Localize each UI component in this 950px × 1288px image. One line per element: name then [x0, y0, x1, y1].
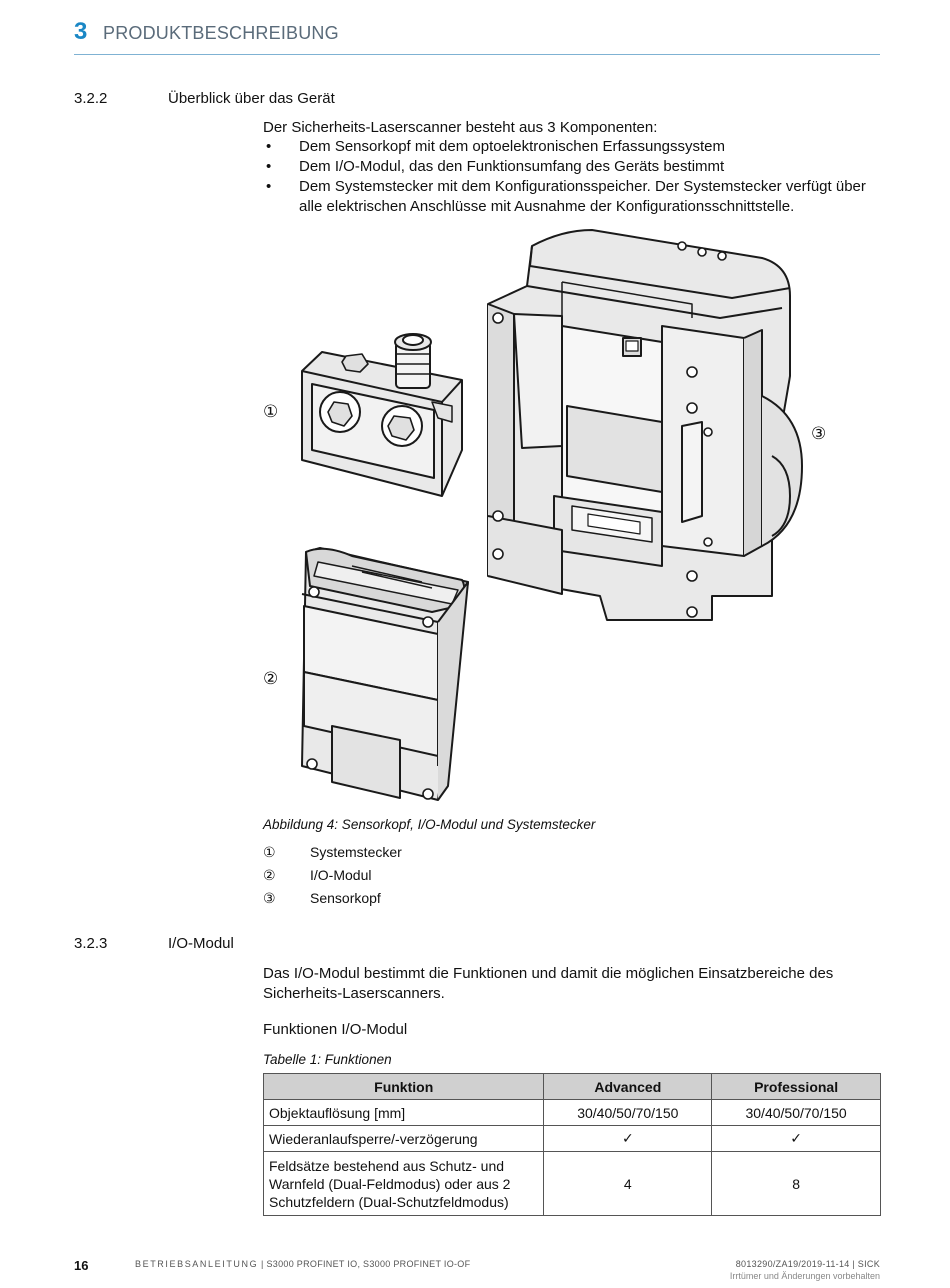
system-plug-drawing: [301, 333, 463, 497]
header-professional: Professional: [711, 1073, 881, 1100]
callout-2: ②: [263, 669, 279, 688]
list-item: Dem Systemstecker mit dem Konfigurations…: [263, 177, 883, 217]
section-title-322: Überblick über das Gerät: [168, 90, 335, 107]
table-cell: Objektauflösung [mm]: [262, 1099, 545, 1126]
table-row: Wiederanlaufsperre/-verzögerung ✓ ✓: [262, 1125, 881, 1152]
footer-document-title: BETRIEBSANLEITUNG | S3000 PROFINET IO, S…: [135, 1259, 470, 1269]
table-row: Objektauflösung [mm] 30/40/50/70/150 30/…: [262, 1099, 881, 1126]
footer-reference: 8013290/ZA19/2019-11-14 | SICK: [735, 1259, 880, 1269]
callout-3: ③: [811, 424, 827, 443]
legend-label: I/O-Modul: [310, 867, 372, 883]
section-number-322: 3.2.2: [74, 90, 108, 107]
header-funktion: Funktion: [262, 1073, 545, 1100]
section-number-323: 3.2.3: [74, 935, 108, 952]
list-item: Dem I/O-Modul, das den Funktionsumfang d…: [263, 157, 883, 177]
table-header-row: Funktion Advanced Professional: [262, 1073, 881, 1100]
chapter-title: PRODUKTBESCHREIBUNG: [103, 23, 339, 43]
table-cell: Feldsätze bestehend aus Schutz- und Warn…: [262, 1151, 545, 1216]
legend-label: Systemstecker: [310, 844, 402, 860]
checkmark-icon: ✓: [543, 1125, 713, 1152]
checkmark-icon: ✓: [711, 1125, 881, 1152]
footer-doc-label: BETRIEBSANLEITUNG: [135, 1259, 259, 1269]
device-figure: [262, 226, 862, 816]
sensor-head-drawing: [487, 229, 803, 621]
list-item: Dem Sensorkopf mit dem optoelektronische…: [263, 137, 883, 157]
page-number: 16: [74, 1258, 89, 1273]
legend-symbol: ③: [263, 890, 276, 906]
device-illustration: [301, 229, 803, 801]
figure-caption: Abbildung 4: Sensorkopf, I/O-Modul und S…: [263, 817, 596, 832]
legend-item-3: ③ Sensorkopf: [263, 890, 381, 907]
io-module-drawing: [301, 547, 469, 801]
component-list: Dem Sensorkopf mit dem optoelektronische…: [263, 137, 883, 217]
footer-doc-product: | S3000 PROFINET IO, S3000 PROFINET IO-O…: [258, 1259, 471, 1269]
functions-table: Funktion Advanced Professional Objektauf…: [262, 1073, 881, 1216]
footer-note: Irrtümer und Änderungen vorbehalten: [729, 1271, 880, 1281]
io-module-text: Das I/O-Modul bestimmt die Funktionen un…: [263, 965, 834, 1002]
table-cell: Wiederanlaufsperre/-verzögerung: [262, 1125, 545, 1152]
legend-label: Sensorkopf: [310, 890, 381, 906]
callout-1: ①: [263, 402, 279, 421]
functions-heading: Funktionen I/O-Modul: [263, 1021, 408, 1038]
legend-symbol: ②: [263, 867, 276, 883]
table-cell: 30/40/50/70/150: [543, 1099, 713, 1126]
legend-item-1: ① Systemstecker: [263, 844, 402, 861]
header-advanced: Advanced: [543, 1073, 713, 1100]
table-cell: 4: [543, 1151, 713, 1216]
intro-text: Der Sicherheits-Laserscanner besteht aus…: [263, 119, 658, 136]
table-cell: 8: [711, 1151, 881, 1216]
section-title-323: I/O-Modul: [168, 935, 234, 952]
legend-symbol: ①: [263, 844, 276, 860]
chapter-number: 3: [74, 18, 88, 45]
table-cell: 30/40/50/70/150: [711, 1099, 881, 1126]
legend-item-2: ② I/O-Modul: [263, 867, 371, 884]
chapter-header: 3 PRODUKTBESCHREIBUNG: [74, 16, 880, 55]
table-caption: Tabelle 1: Funktionen: [263, 1052, 392, 1067]
table-row: Feldsätze bestehend aus Schutz- und Warn…: [262, 1151, 881, 1216]
